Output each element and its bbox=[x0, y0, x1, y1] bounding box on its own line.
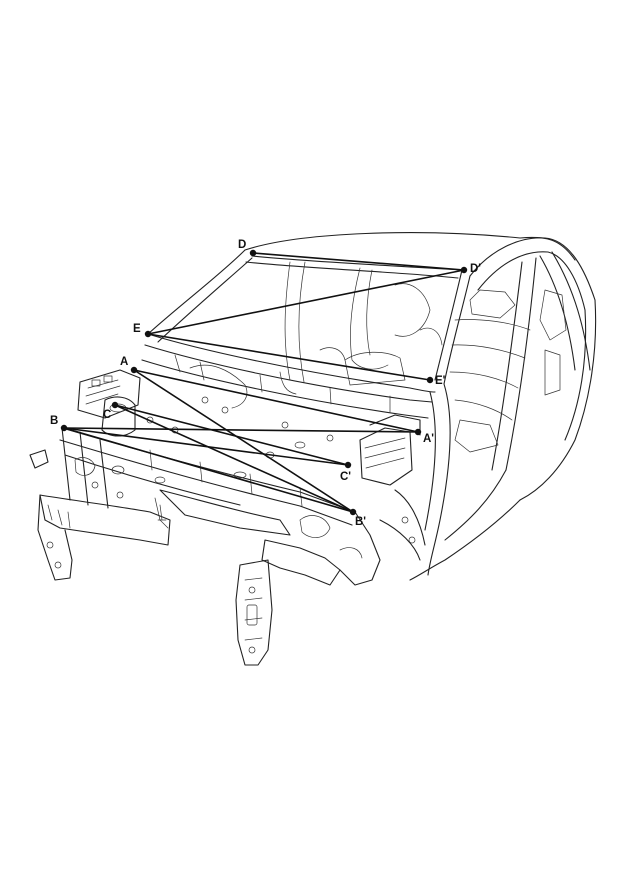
point-label-d: D bbox=[238, 239, 246, 251]
point-label-e: E bbox=[133, 323, 141, 335]
measurement-line-e-d2 bbox=[147, 269, 465, 335]
measurement-point-d2 bbox=[460, 266, 468, 274]
measurement-line-b-b2 bbox=[63, 427, 354, 513]
point-label-c2: C' bbox=[340, 471, 351, 483]
point-label-a2: A' bbox=[423, 433, 434, 445]
measurement-line-c-c2 bbox=[114, 404, 349, 466]
measurement-point-a bbox=[130, 366, 138, 374]
measurement-line-d-d2 bbox=[252, 252, 465, 271]
point-label-b: B bbox=[50, 415, 58, 427]
measurement-line-a-a2 bbox=[133, 369, 419, 433]
measurement-lines bbox=[63, 252, 465, 513]
measurement-point-e2 bbox=[426, 376, 434, 384]
point-label-a: A bbox=[120, 356, 128, 368]
vehicle-front-body-structure bbox=[29, 232, 597, 666]
measurement-point-b bbox=[60, 424, 68, 432]
point-label-d2: D' bbox=[470, 263, 481, 275]
measurement-point-c2 bbox=[344, 461, 352, 469]
measurement-point-c bbox=[111, 401, 119, 409]
measurement-line-a-b2 bbox=[133, 369, 354, 513]
measurement-point-e bbox=[144, 330, 152, 338]
measurement-line-c-b2 bbox=[114, 404, 354, 513]
measurement-line-b-a2 bbox=[63, 427, 419, 433]
point-label-b2: B' bbox=[355, 516, 366, 528]
measurement-point-a2 bbox=[414, 428, 422, 436]
point-label-e2: E' bbox=[435, 375, 446, 387]
measurement-point-b2 bbox=[349, 508, 357, 516]
point-label-c: C bbox=[103, 409, 111, 421]
measurement-line-e-e2 bbox=[147, 333, 431, 381]
measurement-points: A A' B B' C C' D D' E E' bbox=[50, 239, 481, 528]
measurement-point-d bbox=[249, 249, 257, 257]
